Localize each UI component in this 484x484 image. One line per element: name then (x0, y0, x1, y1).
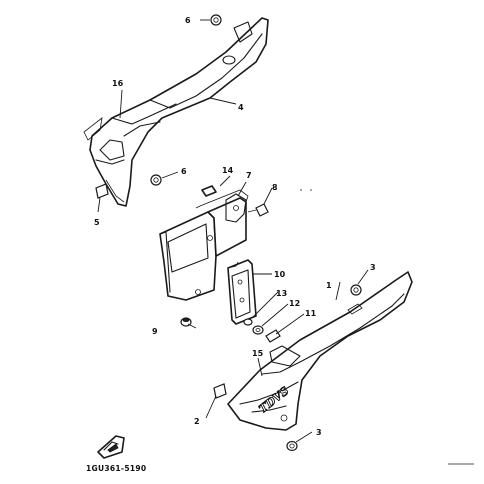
callout-7: 7 (246, 171, 252, 180)
collar-2 (213, 383, 227, 399)
callout-6-top: 6 (185, 16, 191, 25)
callout-9: 9 (152, 327, 158, 336)
callout-12: 12 (289, 299, 300, 308)
battery-box-bracket (159, 189, 249, 301)
washer-13 (243, 318, 253, 326)
callout-11: 11 (305, 309, 317, 318)
callout-13: 13 (276, 289, 287, 298)
callout-1: 1 (326, 281, 332, 290)
grommet-6-mid (150, 174, 162, 186)
callout-3-top: 3 (370, 263, 376, 272)
drawing-code: 1GU361-5190 (86, 464, 146, 473)
grommet-3-bottom (286, 440, 298, 452)
bolt-8 (247, 203, 269, 217)
callout-3-bottom: 3 (316, 428, 322, 437)
leader-lines (97, 19, 369, 443)
callout-4: 4 (238, 103, 244, 112)
callout-5: 5 (94, 218, 100, 227)
callout-8: 8 (272, 183, 278, 192)
lower-side-cover (227, 271, 413, 431)
callout-15: 15 (252, 349, 264, 358)
clip-part (201, 185, 217, 197)
reference-thumbnail (97, 435, 125, 459)
callout-6-mid: 6 (181, 167, 187, 176)
grommet-6-top (210, 14, 222, 26)
callout-10: 10 (274, 270, 286, 279)
bracket-plate (227, 259, 257, 325)
callout-14: 14 (222, 166, 234, 175)
collar-5 (95, 183, 109, 199)
callout-2: 2 (194, 417, 200, 426)
grommet-3-top (350, 284, 362, 296)
upper-side-cover (83, 17, 269, 207)
collar-12 (252, 325, 264, 335)
screw-11 (265, 329, 281, 343)
callout-16: 16 (112, 79, 124, 88)
callout-labels: 6 16 4 6 5 14 7 8 10 9 13 12 11 1 3 15 2… (94, 16, 376, 437)
